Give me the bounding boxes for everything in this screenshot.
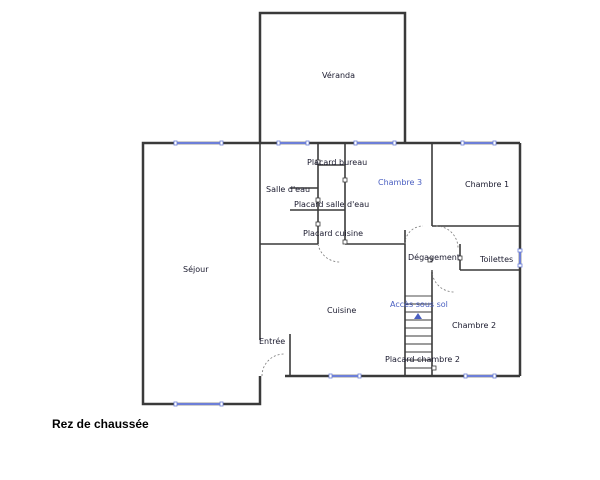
room-label-veranda: Véranda — [322, 70, 355, 80]
room-label-placard-salle-eau: Placard salle d'eau — [294, 200, 369, 209]
room-label-placard-chambre2: Placard chambre 2 — [385, 355, 460, 364]
room-label-placard-cuisine: Placard cuisine — [303, 229, 363, 238]
room-label-chambre2: Chambre 2 — [452, 321, 496, 330]
room-label-placard-bureau: Placard bureau — [307, 158, 367, 167]
room-label-cuisine: Cuisine — [327, 306, 356, 315]
door-swings — [261, 225, 459, 377]
windows — [175, 142, 521, 405]
room-label-degagement: Dégagement — [408, 252, 460, 262]
room-label-sejour: Séjour — [183, 264, 209, 274]
staircase — [404, 295, 433, 377]
stairs-arrow-icon — [414, 313, 422, 319]
room-label-chambre1: Chambre 1 — [465, 180, 509, 189]
closet-markers — [315, 159, 463, 371]
room-label-acces-sous-sol: Accès sous sol — [390, 299, 448, 309]
window-markers — [173, 140, 523, 407]
room-label-salle-eau: Salle d'eau — [266, 185, 310, 194]
room-label-entree: Entrée — [259, 336, 285, 346]
veranda-wall — [258, 11, 407, 143]
room-label-toilettes: Toilettes — [479, 255, 513, 264]
room-label-chambre3: Chambre 3 — [378, 178, 422, 187]
plan-caption: Rez de chaussée — [52, 417, 149, 431]
